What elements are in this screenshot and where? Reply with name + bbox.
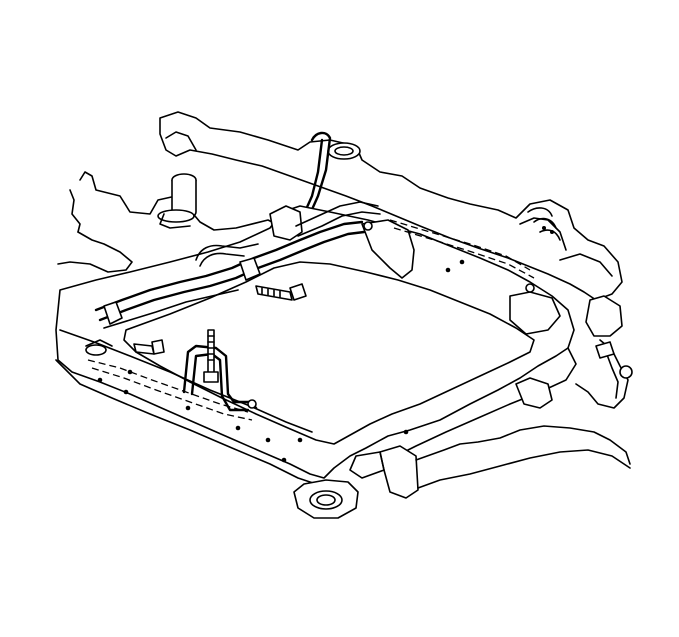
return-line-hidden bbox=[389, 219, 531, 271]
gear-line-upper-2 bbox=[297, 211, 381, 237]
right-frame-bracket-2 bbox=[509, 291, 561, 335]
left-body-mount bbox=[157, 173, 197, 229]
front-rail-lower-edge bbox=[55, 359, 317, 485]
gear-line-upper bbox=[295, 201, 379, 227]
front-rail-top-edge bbox=[59, 329, 313, 433]
return-line-hidden-2 bbox=[393, 227, 535, 279]
line-clip-bolt bbox=[255, 283, 307, 301]
front-line-bolt bbox=[133, 339, 165, 355]
pressure-hose-upper bbox=[308, 131, 332, 216]
line-clip-left bbox=[103, 257, 261, 325]
front-line-hidden bbox=[87, 359, 249, 413]
right-body-mount bbox=[585, 295, 623, 337]
upper-mount-hole bbox=[334, 146, 354, 156]
left-gear-bracket bbox=[269, 205, 303, 241]
crossmember-frame-inner bbox=[123, 261, 535, 445]
line-bracket-bolt bbox=[182, 329, 258, 412]
right-lower-outline bbox=[575, 339, 629, 409]
right-mount-cap bbox=[619, 365, 633, 379]
left-cooler-tube-2 bbox=[199, 252, 245, 267]
right-mount-post bbox=[605, 351, 619, 399]
steering-gear-detail-1 bbox=[165, 131, 197, 151]
front-line-hidden-2 bbox=[91, 367, 253, 421]
front-right-bracket bbox=[349, 425, 631, 499]
pressure-line-left-3 bbox=[103, 289, 239, 329]
left-cooler-tube bbox=[195, 243, 259, 261]
upper-left-body-outline bbox=[79, 171, 291, 239]
right-frame-bracket bbox=[515, 377, 553, 409]
pressure-hose-upper-2 bbox=[302, 138, 324, 216]
front-lower-mount bbox=[293, 479, 359, 519]
steering-gear-detail-3 bbox=[559, 253, 613, 277]
center-gear-bracket bbox=[361, 219, 415, 279]
upper-mount-pad bbox=[327, 142, 361, 160]
front-left-mount-pad bbox=[85, 339, 113, 356]
left-control-arm-outline bbox=[57, 231, 133, 273]
tie-rod-boot-right bbox=[527, 207, 561, 241]
gear-mount-bolts bbox=[363, 221, 615, 359]
right-rail-lower-edge bbox=[395, 347, 577, 457]
left-outer-outline bbox=[69, 189, 81, 233]
